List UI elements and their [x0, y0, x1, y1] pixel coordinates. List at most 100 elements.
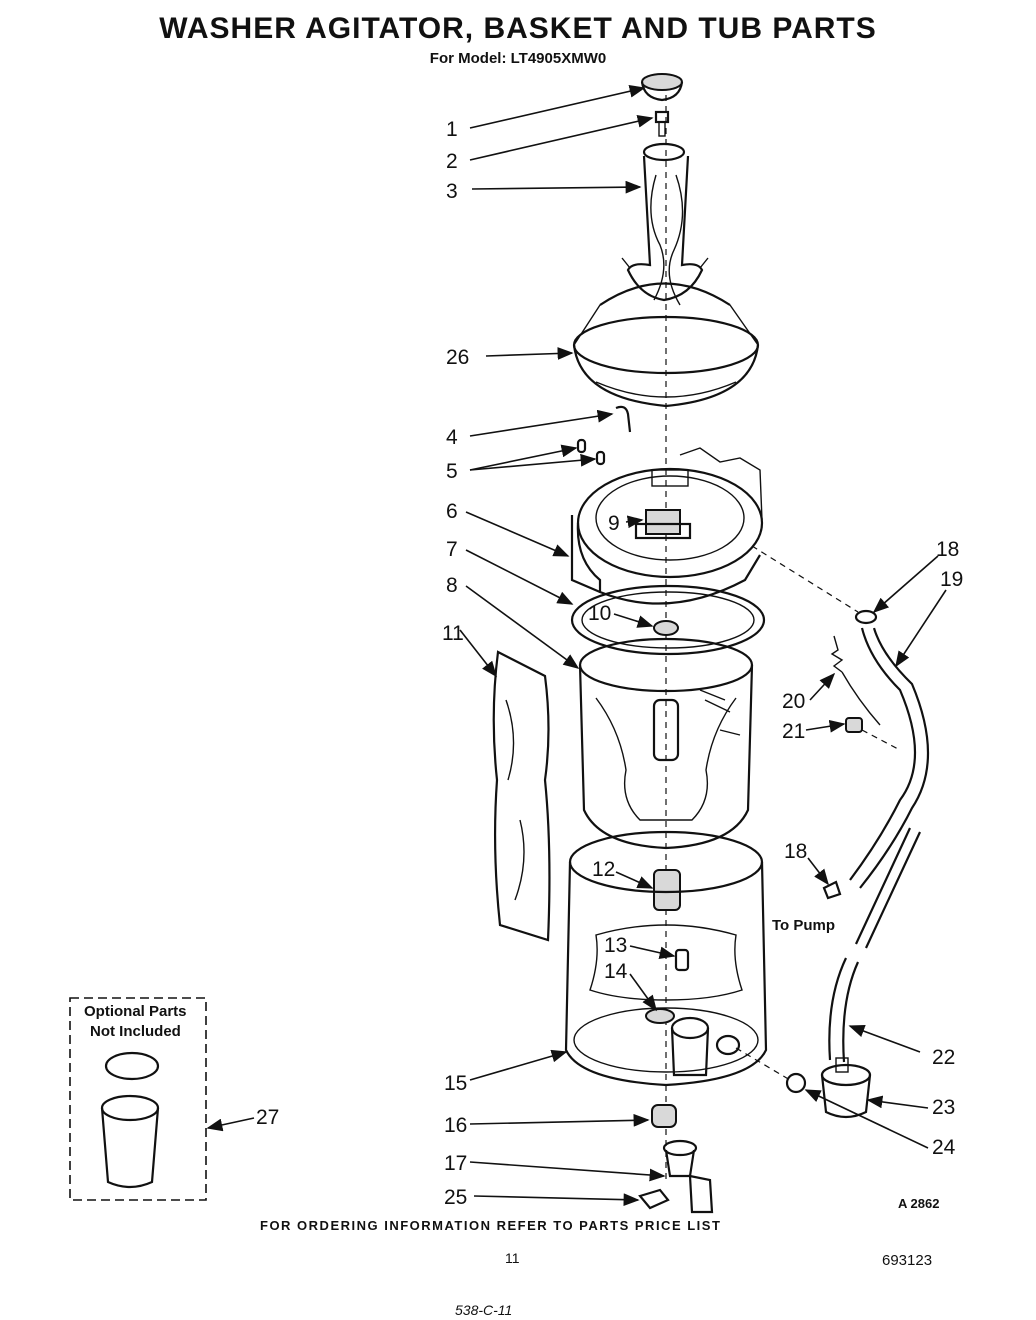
leader-23: [866, 1095, 929, 1109]
optional-parts-box: [69, 997, 207, 1201]
not-included-label: Not Included: [90, 1023, 181, 1040]
callout-2: 2: [446, 150, 458, 173]
callout-24: 24: [932, 1136, 956, 1159]
leader-20: [809, 672, 836, 701]
part-14-washer[interactable]: [645, 1008, 675, 1024]
callout-21: 21: [782, 720, 805, 743]
callout-10: 10: [588, 602, 611, 625]
part-26-agitator-base[interactable]: [572, 282, 760, 408]
callout-22: 22: [932, 1046, 955, 1069]
callout-12: 12: [592, 858, 615, 881]
callout-9: 9: [608, 512, 620, 535]
diagram-reference-code: A 2862: [898, 1196, 940, 1211]
part-18-clamp-top[interactable]: [854, 609, 878, 625]
leader-10: [613, 613, 654, 628]
part-5-clips[interactable]: [576, 438, 606, 466]
leader-13: [629, 945, 676, 960]
part-21-clip[interactable]: [845, 717, 863, 733]
part-25-clamp[interactable]: [638, 1188, 670, 1210]
callout-14: 14: [604, 960, 628, 983]
part-7-gasket[interactable]: [570, 584, 766, 656]
part-6-balance-ring[interactable]: [570, 447, 764, 605]
part-3-agitator[interactable]: [621, 142, 709, 306]
callout-27: 27: [256, 1106, 279, 1129]
part-16-seal[interactable]: [651, 1104, 677, 1128]
callout-8: 8: [446, 574, 458, 597]
leader-5a: [469, 444, 578, 471]
callout-5: 5: [446, 460, 458, 483]
leader-12: [615, 871, 654, 889]
part-8-basket[interactable]: [578, 637, 754, 850]
leader-2: [469, 115, 654, 161]
part-11-lint-bag[interactable]: [492, 650, 551, 942]
part-17-drain-fitting[interactable]: [662, 1139, 714, 1214]
page-number: 11: [505, 1250, 520, 1266]
callout-18-top: 18: [936, 538, 959, 561]
leader-18b: [807, 857, 829, 886]
leader-15: [469, 1049, 568, 1081]
leader-25: [473, 1193, 640, 1207]
part-18-clamp-lower[interactable]: [822, 880, 842, 900]
tub-center-hub: [670, 1016, 710, 1077]
part-20-spring[interactable]: [830, 635, 881, 726]
callout-7: 7: [446, 538, 458, 561]
part-10-nut[interactable]: [653, 620, 679, 636]
page-title: WASHER AGITATOR, BASKET AND TUB PARTS: [159, 12, 877, 45]
callout-13: 13: [604, 934, 627, 957]
part-15-tub[interactable]: [564, 830, 768, 1087]
document-number: 693123: [882, 1252, 933, 1269]
leader-24: [804, 1089, 929, 1149]
part-2-bolt[interactable]: [654, 110, 670, 137]
to-pump-label: To Pump: [772, 917, 835, 934]
part-4-clip[interactable]: [615, 405, 632, 433]
leader-14: [629, 973, 657, 1012]
part-1-agitator-cap[interactable]: [640, 73, 684, 102]
leader-18a: [872, 555, 939, 614]
callout-6: 6: [446, 500, 458, 523]
leader-6: [465, 511, 570, 557]
part-12-spline[interactable]: [653, 869, 681, 911]
leader-16: [469, 1113, 650, 1127]
leader-8: [465, 585, 580, 669]
leader-27: [206, 1117, 255, 1132]
leader-4: [469, 409, 614, 437]
leader-17: [469, 1161, 666, 1182]
leader-5b: [469, 453, 597, 471]
optional-parts-label: Optional Parts: [84, 1003, 187, 1020]
callout-15: 15: [444, 1072, 467, 1095]
callout-11: 11: [442, 622, 464, 645]
leader-9: [625, 515, 644, 529]
callout-23: 23: [932, 1096, 955, 1119]
leader-3: [471, 180, 642, 194]
leader-7: [465, 549, 574, 605]
callout-19: 19: [940, 568, 963, 591]
part-22-hose[interactable]: [828, 957, 860, 1063]
ordering-note: FOR ORDERING INFORMATION REFER TO PARTS …: [260, 1218, 722, 1233]
leader-26: [485, 347, 574, 360]
handwritten-note: 538-C-11: [455, 1302, 513, 1318]
callout-3: 3: [446, 180, 458, 203]
tub-grommet: [715, 1034, 741, 1056]
callout-4: 4: [446, 426, 458, 449]
callout-25: 25: [444, 1186, 467, 1209]
leader-21: [805, 719, 846, 733]
guide-line: [751, 545, 859, 613]
part-19-hose[interactable]: [849, 627, 930, 889]
part-13-screw[interactable]: [674, 948, 690, 972]
callout-20: 20: [782, 690, 805, 713]
part-24-grommet[interactable]: [785, 1072, 807, 1094]
callout-18-lower: 18: [784, 840, 807, 863]
callout-16: 16: [444, 1114, 467, 1137]
part-9-filter[interactable]: [634, 509, 692, 540]
part-23-pump[interactable]: [820, 1057, 872, 1119]
callout-26: 26: [446, 346, 469, 369]
model-line: For Model: LT4905XMW0: [429, 50, 607, 67]
guide-line: [861, 729, 901, 751]
leader-19: [895, 589, 947, 668]
part-27-optional-filter[interactable]: [100, 1051, 160, 1189]
guide-line: [735, 1047, 791, 1081]
callout-1: 1: [446, 118, 458, 141]
hose-segment: [855, 827, 921, 949]
leader-11: [459, 629, 497, 678]
